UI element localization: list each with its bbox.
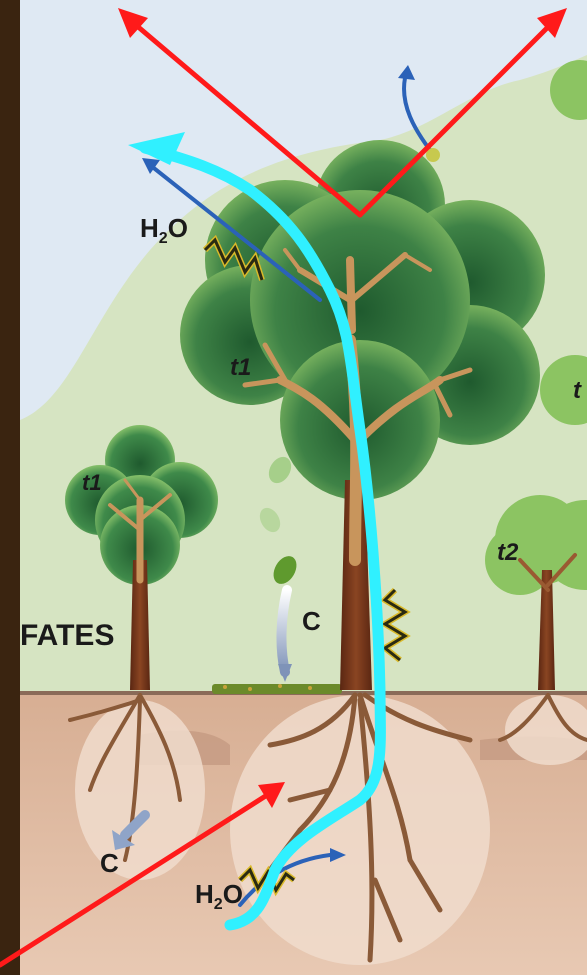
carbon-flow-arrow-leaf [281, 590, 287, 672]
label-carbon-leaf: C [302, 606, 321, 636]
label-t2-right: t2 [497, 539, 519, 566]
label-t-edge: t [573, 377, 582, 404]
label-t1-main: t1 [230, 354, 251, 381]
label-t1-left: t1 [82, 470, 102, 495]
leaf-litter [212, 684, 342, 694]
label-fates: FATES [20, 619, 114, 652]
label-carbon-soil: C [100, 848, 119, 878]
